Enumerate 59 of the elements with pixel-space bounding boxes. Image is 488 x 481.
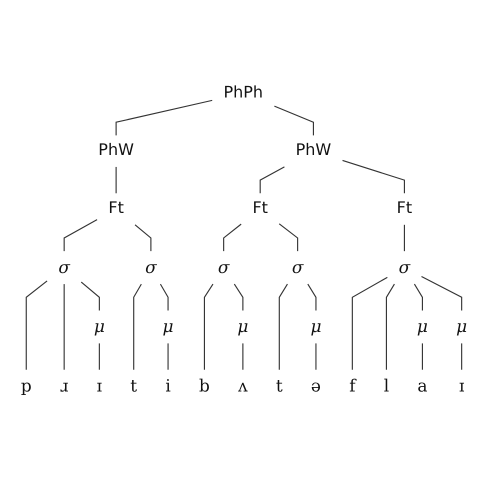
connector	[98, 344, 100, 370]
node-text: ɹ	[60, 376, 68, 396]
node-text: l	[384, 376, 390, 396]
connector	[278, 284, 288, 370]
connector	[134, 224, 152, 252]
node-text: μ	[237, 317, 248, 338]
node-text: μ	[162, 317, 174, 338]
connector	[422, 344, 423, 370]
node-text: i	[165, 376, 171, 396]
node-text: μ	[310, 317, 322, 338]
connector	[26, 280, 48, 370]
connector	[80, 282, 100, 311]
node-text: PhPh	[224, 84, 264, 102]
node-text: a	[417, 376, 428, 396]
connector	[260, 166, 285, 194]
connector	[414, 284, 423, 311]
node-text: b	[199, 376, 210, 396]
connector	[242, 344, 244, 370]
node-text: p	[20, 376, 32, 396]
connector	[116, 100, 212, 136]
connector	[307, 284, 317, 311]
node-text: PhW	[98, 141, 134, 160]
connector	[133, 284, 142, 370]
connector	[386, 284, 395, 370]
node-text: Ft	[396, 199, 412, 218]
node-text: ʌ	[238, 376, 248, 396]
node-text: σ	[58, 258, 70, 278]
connector	[315, 344, 317, 370]
node-text: t	[130, 376, 138, 396]
node-text: μ	[416, 317, 428, 338]
node-text: μ	[456, 317, 468, 338]
connector	[404, 225, 405, 252]
connector	[116, 167, 117, 194]
connector	[461, 344, 462, 370]
node-text: f	[349, 376, 356, 396]
node-text: PhW	[296, 141, 332, 160]
node-text: Ft	[252, 199, 268, 218]
connector	[64, 284, 65, 370]
connector	[278, 224, 298, 252]
connector	[342, 160, 405, 194]
node-text: ɪ	[96, 376, 102, 396]
node-text: μ	[94, 317, 105, 338]
node-text: ə	[310, 376, 321, 396]
node-text: Ft	[108, 199, 124, 218]
connector	[168, 344, 169, 370]
connector	[421, 276, 462, 311]
node-text: σ	[292, 258, 304, 278]
node-text: ɪ	[458, 376, 464, 396]
connector	[274, 106, 314, 136]
node-text: σ	[145, 258, 157, 278]
node-text: σ	[398, 258, 410, 278]
node-text: σ	[218, 258, 230, 278]
connector	[234, 284, 244, 311]
connector	[204, 284, 214, 370]
connector	[352, 277, 388, 370]
node-text: t	[276, 376, 283, 396]
connector	[223, 224, 242, 252]
connector	[64, 220, 98, 252]
connector	[160, 284, 169, 311]
